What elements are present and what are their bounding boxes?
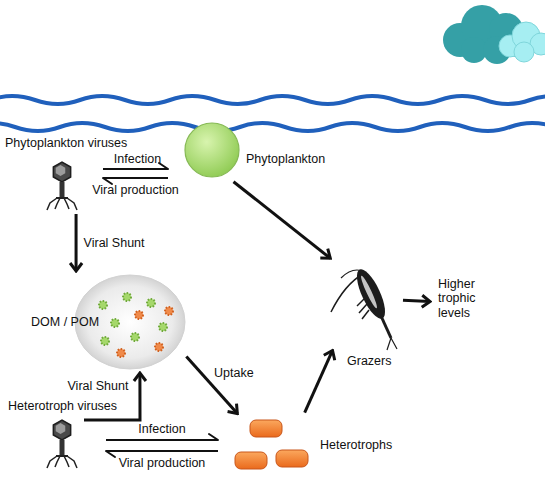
- tail-fiber: [55, 456, 60, 467]
- light-cloud: [499, 22, 545, 62]
- capsid-shine: [56, 165, 66, 176]
- node-label: DOM / POM: [31, 315, 99, 329]
- trophic-text-box: Higher trophic levels: [438, 277, 500, 327]
- virus-tail: [60, 440, 65, 456]
- base-plate: [56, 455, 68, 457]
- virus-tail: [60, 182, 65, 198]
- virus-capsid: [53, 420, 70, 440]
- flow-arrow: [106, 439, 218, 441]
- copepod-leg: [362, 310, 369, 319]
- copepod-tail: [381, 316, 391, 338]
- body-highlight: [359, 275, 379, 310]
- particle-dot: [117, 349, 125, 357]
- particle-dot: [111, 319, 119, 327]
- particle-dot: [131, 333, 139, 341]
- edge-label: Viral production: [92, 183, 179, 197]
- copepod-body: [351, 266, 390, 323]
- edge-label: Viral Shunt: [67, 378, 128, 392]
- bacterium-cell: [250, 420, 282, 437]
- flow-arrow: [186, 356, 237, 413]
- virus-icon: Phytoplankton viruses: [44, 160, 80, 210]
- copepod-grazer: Grazers: [335, 250, 397, 350]
- organic-matter-pool: DOM / POM: [75, 275, 185, 369]
- tail-bristle: [387, 338, 397, 350]
- flow-arrow: [403, 300, 430, 301]
- node-shape: [44, 160, 80, 210]
- node-shape: [335, 250, 397, 350]
- sea-wave: [0, 123, 545, 131]
- particle-dot: [155, 343, 163, 351]
- node-label: Heterotroph viruses: [8, 399, 117, 413]
- flow-arrow: [103, 177, 168, 179]
- flow-arrow: [234, 182, 331, 259]
- node-label: Phytoplankton viruses: [5, 136, 127, 150]
- flow-arrow: [75, 214, 78, 271]
- capsid-shine: [56, 423, 66, 434]
- base-plate: [56, 197, 68, 199]
- tail-fiber: [55, 198, 60, 209]
- edge-label: Infection: [114, 152, 161, 166]
- particle-dot: [135, 311, 143, 319]
- particle-dot: [99, 301, 107, 309]
- particle-dot: [101, 337, 109, 345]
- virus-capsid: [53, 162, 70, 182]
- flow-arrow: [103, 168, 168, 170]
- edge-label: Uptake: [214, 366, 254, 380]
- edge-label: Viral production: [119, 456, 206, 470]
- tail-fiber: [64, 198, 69, 209]
- phytoplankton-circle: [185, 123, 239, 177]
- node-shape: [44, 418, 80, 468]
- node-label: Higher trophic levels: [438, 277, 500, 320]
- tail-fiber: [64, 456, 69, 467]
- bacterium-cell: [276, 450, 308, 467]
- flow-arrow: [106, 450, 218, 452]
- particle-dot: [165, 307, 173, 315]
- heterotroph-cells: Heterotrophs: [232, 418, 310, 473]
- cloud-puff: [514, 42, 534, 62]
- edge-label: Infection: [138, 422, 185, 436]
- bacterium-cell: [235, 452, 267, 469]
- flow-arrow: [305, 350, 333, 412]
- node-shape: [232, 418, 310, 473]
- sea-wave: [0, 96, 545, 104]
- copepod-leg: [359, 304, 367, 313]
- particle-dot: [123, 293, 131, 301]
- particle-dot: [159, 323, 167, 331]
- node-label: Phytoplankton: [246, 152, 325, 166]
- edge-label: Viral Shunt: [84, 235, 145, 249]
- node-label: Heterotrophs: [320, 438, 392, 452]
- particle-dot: [147, 299, 155, 307]
- virus-icon: Heterotroph viruses: [44, 418, 80, 468]
- phytoplankton-cell: Phytoplankton: [184, 122, 240, 178]
- node-shape: [184, 122, 240, 178]
- node-label: Grazers: [347, 354, 391, 368]
